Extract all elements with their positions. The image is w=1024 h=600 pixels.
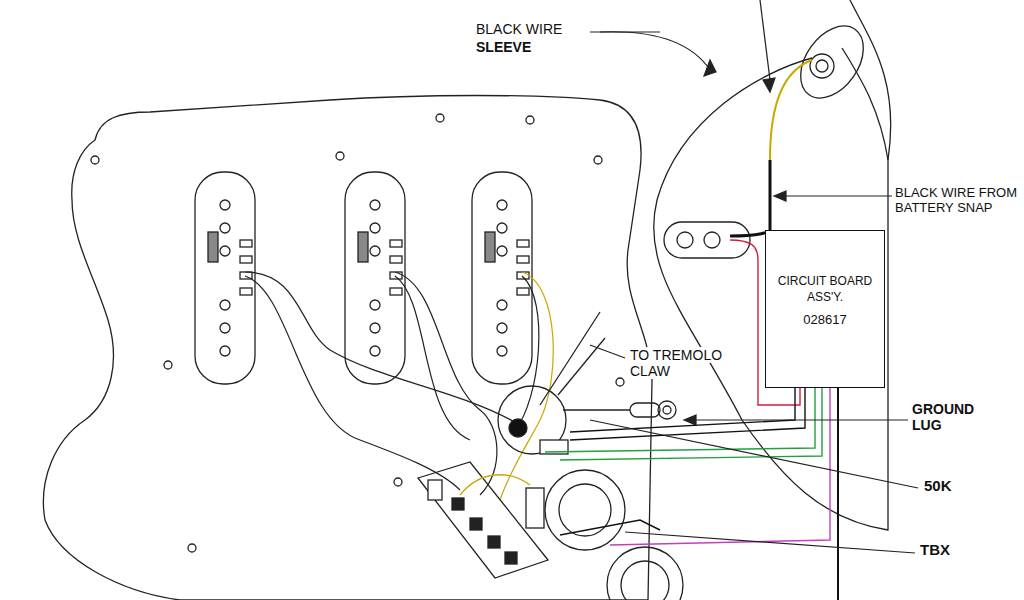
part-label: TBX <box>920 541 950 558</box>
wire-label: BLACK WIRE <box>476 21 562 37</box>
label-box: TO TREMOLO CLAW <box>630 348 730 379</box>
label-box: BLACK WIRE <box>476 22 596 38</box>
output-jack <box>788 14 876 109</box>
screw-holes <box>91 114 624 552</box>
part-label: 50K <box>924 477 952 494</box>
selector-switch <box>418 462 548 578</box>
callout-label: TO TREMOLO CLAW <box>630 347 722 379</box>
wire-label: BLACK WIRE FROM BATTERY SNAP <box>895 185 1017 215</box>
wire-label: SLEEVE <box>476 39 531 55</box>
label-box: GROUND LUG <box>912 402 992 433</box>
potentiometers <box>498 386 683 600</box>
pickups <box>195 172 532 384</box>
leader-lines <box>590 0 918 553</box>
pickguard-outline <box>43 96 652 600</box>
label-box: TBX <box>920 542 980 559</box>
body-edge <box>850 0 891 160</box>
circuit-board: CIRCUIT BOARD ASS'Y. 028617 <box>765 230 885 388</box>
label-box: BLACK WIRE FROM BATTERY SNAP <box>895 186 1019 215</box>
board-title: CIRCUIT BOARD ASS'Y. <box>775 273 875 305</box>
pickup-wires <box>245 272 553 500</box>
label-box: SLEEVE <box>476 40 596 56</box>
label-box: 50K <box>924 478 984 495</box>
part-number: 028617 <box>775 311 875 329</box>
part-label: GROUND LUG <box>912 401 974 433</box>
